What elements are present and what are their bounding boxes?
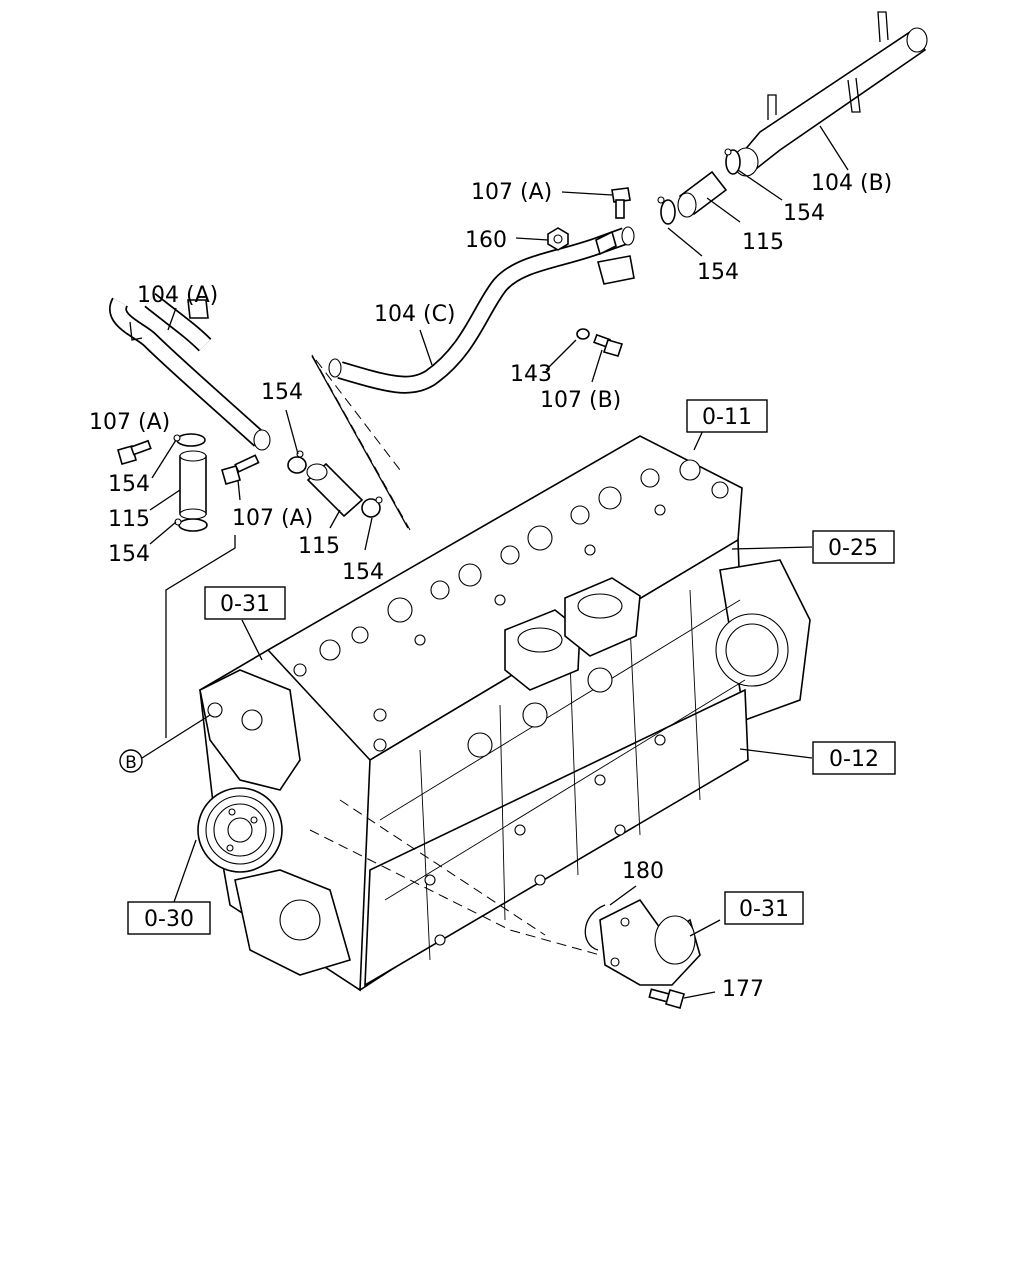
bolt-107a-mid: [221, 454, 260, 485]
label-115-r: 115: [742, 230, 784, 255]
hose-115-right: [677, 170, 728, 218]
label-107a-top: 107 (A): [471, 180, 552, 205]
svg-text:0-25: 0-25: [828, 536, 878, 561]
ref-box-0-31-top: 0-31: [204, 586, 286, 620]
label-154-m1: 154: [261, 380, 303, 405]
label-115-m: 115: [298, 534, 340, 559]
clamps-154-mid: [287, 450, 383, 518]
svg-text:0-12: 0-12: [829, 747, 879, 772]
label-154-l1: 154: [108, 472, 150, 497]
label-177: 177: [722, 977, 764, 1002]
ref-box-0-12: 0-12: [812, 741, 896, 775]
label-180: 180: [622, 859, 664, 884]
leader-lines: [141, 125, 849, 999]
label-107b: 107 (B): [540, 388, 621, 413]
head-gasket-holes: [293, 459, 729, 677]
ref-box-0-25: 0-25: [812, 530, 895, 564]
washer-143: [576, 328, 590, 340]
svg-text:B: B: [125, 753, 137, 773]
block-bolts: [373, 667, 666, 946]
label-154-l2: 154: [108, 542, 150, 567]
hose-115-left: [179, 450, 207, 520]
label-154-r1: 154: [783, 201, 825, 226]
thermostat-housings: [504, 577, 641, 691]
label-107a-mid: 107 (A): [232, 506, 313, 531]
water-pipe-104c: [328, 226, 635, 394]
svg-text:0-11: 0-11: [702, 405, 752, 430]
label-154-r2: 154: [697, 260, 739, 285]
water-pump-pulley: [197, 787, 283, 873]
bolt-107a-top: [611, 187, 631, 219]
water-pipe-104b: [733, 11, 928, 177]
callout-b: B: [119, 749, 143, 773]
hose-115-mid: [306, 462, 364, 518]
clamps-154-left: [173, 433, 208, 532]
svg-text:0-30: 0-30: [144, 907, 194, 932]
ref-box-0-11: 0-11: [686, 399, 768, 433]
ref-box-0-30: 0-30: [127, 901, 211, 935]
svg-text:0-31: 0-31: [739, 897, 789, 922]
label-104b: 104 (B): [811, 171, 892, 196]
bolt-177: [648, 988, 685, 1009]
cylinder-block-illustration: [197, 435, 811, 992]
dashed-alignment-lines: [309, 354, 601, 956]
nut-160: [547, 227, 569, 251]
reference-boxes: 0-11 0-25 0-31 0-12 0-30 0-31: [127, 399, 896, 935]
block-ribs: [379, 589, 746, 961]
gasket-180: [584, 904, 606, 951]
thermostat-cover: [599, 898, 701, 986]
water-pipe-104a: [109, 292, 271, 451]
bolt-107a-left: [117, 439, 152, 465]
label-107a-left: 107 (A): [89, 410, 170, 435]
label-115-l: 115: [108, 507, 150, 532]
label-143: 143: [510, 362, 552, 387]
label-104c: 104 (C): [374, 302, 456, 327]
label-160: 160: [465, 228, 507, 253]
bolt-107b: [593, 333, 624, 357]
clamps-154-right: [657, 148, 741, 225]
svg-text:0-31: 0-31: [220, 592, 270, 617]
label-154-m2: 154: [342, 560, 384, 585]
label-104a: 104 (A): [137, 283, 218, 308]
part-number-labels: 104 (C) 104 (A) 104 (B) 107 (A) 107 (A) …: [89, 171, 892, 1002]
ref-box-0-31-bottom: 0-31: [724, 891, 804, 925]
